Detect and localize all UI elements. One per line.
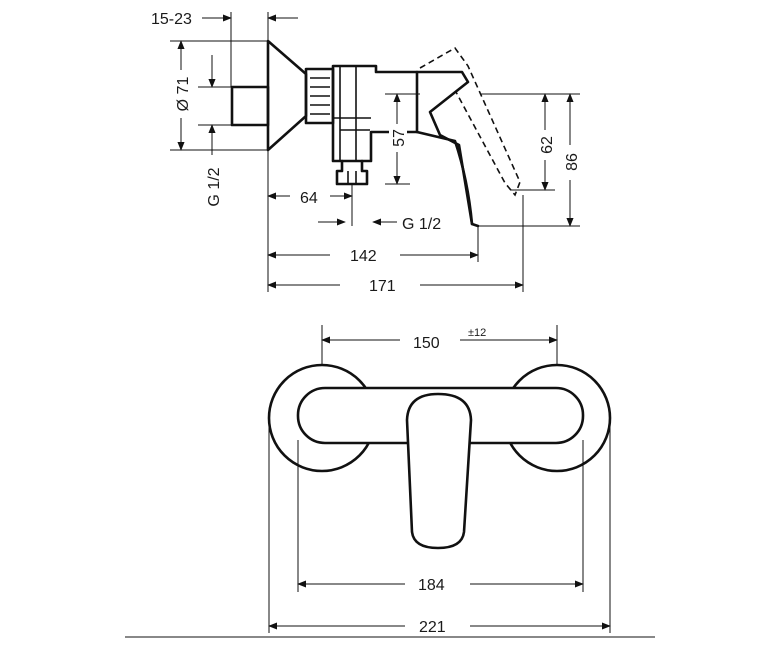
dim-62: 62: [539, 136, 556, 154]
front-view-dimensions: 150 ±12 184 221: [125, 325, 655, 638]
dim-86: 86: [564, 153, 581, 171]
escutcheon: [266, 39, 308, 152]
lever-handle-open-position: [419, 46, 521, 197]
front-view: [267, 363, 612, 550]
dim-150: 150: [413, 335, 440, 352]
lever-handle-front: [405, 392, 473, 550]
dim-g12-left: G 1/2: [206, 167, 223, 206]
side-view: [230, 39, 521, 228]
side-view-dimensions: 15-23 Ø 71 G 1/2 64 G 1/2 57: [151, 11, 581, 295]
dim-dia-71: Ø 71: [175, 77, 192, 112]
tolerance-12: ±12: [468, 327, 486, 339]
dim-15-23: 15-23: [151, 11, 192, 28]
outlet-nozzle: [335, 159, 369, 186]
dim-142: 142: [350, 248, 377, 265]
dim-g12-bottom: G 1/2: [402, 216, 441, 233]
dim-184: 184: [418, 577, 445, 594]
dim-171: 171: [369, 278, 396, 295]
dim-57: 57: [391, 129, 408, 147]
dim-221: 221: [419, 619, 446, 636]
wall-connector: [230, 85, 270, 127]
dim-64: 64: [300, 190, 318, 207]
